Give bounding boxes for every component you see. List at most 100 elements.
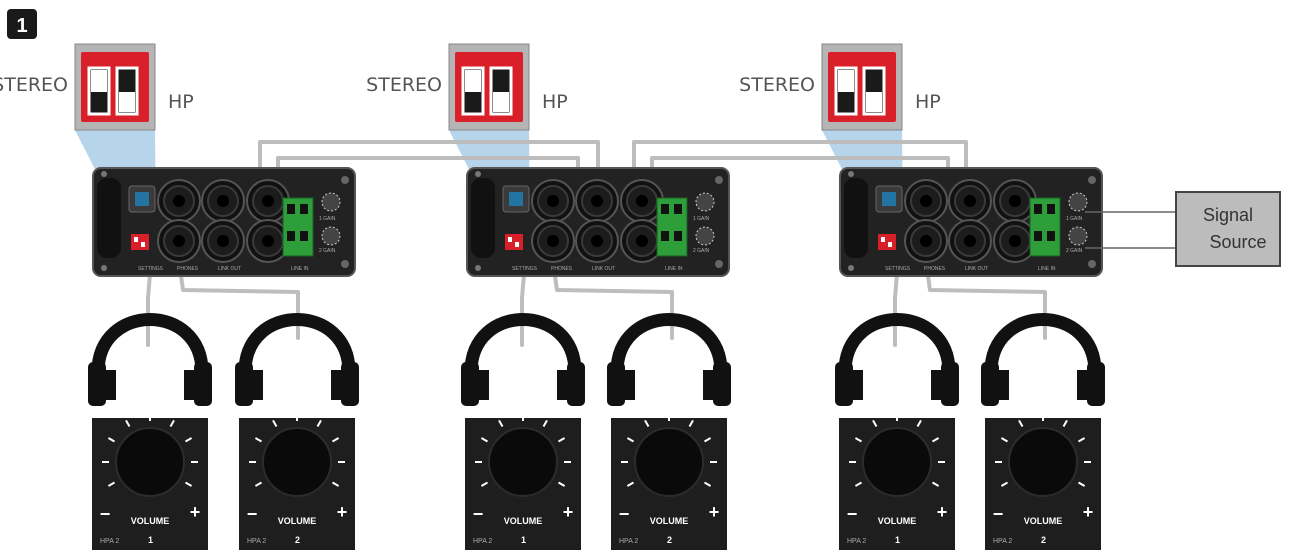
- link-out-label: LINK OUT: [592, 266, 615, 272]
- signal-source-line2: Source: [1209, 232, 1266, 252]
- input-jack-b: [620, 219, 664, 263]
- settings-label: SETTINGS: [138, 266, 164, 272]
- input-jack-b: [246, 219, 290, 263]
- link-jack-b: [575, 219, 619, 263]
- headphone-station-1: − + VOLUME HPA 2 1: [88, 313, 212, 550]
- dip-callout-1: STEREO HP: [0, 43, 194, 236]
- volume-channel-number: 2: [1041, 535, 1046, 545]
- volume-knob[interactable]: [262, 427, 332, 497]
- volume-knob[interactable]: [1008, 427, 1078, 497]
- volume-prefix: HPA 2: [619, 538, 638, 545]
- dip-label-stereo: STEREO: [0, 74, 68, 96]
- volume-panel: − + VOLUME HPA 2 2: [985, 414, 1101, 550]
- settings-label: SETTINGS: [512, 266, 538, 272]
- link-jack-b: [948, 219, 992, 263]
- volume-prefix: HPA 2: [993, 538, 1012, 545]
- volume-panel: − + VOLUME HPA 2 2: [239, 414, 355, 550]
- input-jack-a: [620, 179, 664, 223]
- volume-knob[interactable]: [488, 427, 558, 497]
- volume-channel-number: 1: [148, 535, 153, 545]
- volume-label: VOLUME: [878, 516, 917, 526]
- volume-prefix: HPA 2: [847, 538, 866, 545]
- phones-jack-b: [157, 219, 201, 263]
- signal-source: Signal Source: [1085, 191, 1281, 267]
- dip-label-hp: HP: [542, 91, 568, 113]
- volume-knob[interactable]: [862, 427, 932, 497]
- volume-plus: +: [337, 502, 348, 522]
- headphone-stations: − + VOLUME HPA 2 1 − + VOLUME HPA 2 2 − + VOLUME HPA …: [88, 313, 1105, 550]
- dip-label-hp: HP: [168, 91, 194, 113]
- gain-label-1: 1 GAIN: [693, 216, 710, 222]
- volume-plus: +: [1083, 502, 1094, 522]
- headphones-icon: [88, 313, 212, 406]
- volume-knob[interactable]: [634, 427, 704, 497]
- volume-panel: − + VOLUME HPA 2 1: [92, 414, 208, 550]
- phones-label: PHONES: [177, 266, 199, 272]
- gain-label-1: 1 GAIN: [319, 216, 336, 222]
- headphones-icon: [461, 313, 585, 406]
- amplifier-units: 1 GAIN 2 GAIN SETTINGS PHONES LINK OUT LINE I…: [92, 167, 1103, 277]
- volume-plus: +: [563, 502, 574, 522]
- volume-label: VOLUME: [504, 516, 543, 526]
- line-in-label: LINE IN: [291, 266, 309, 272]
- volume-minus: −: [847, 504, 858, 524]
- phones-jack-b: [531, 219, 575, 263]
- settings-label: SETTINGS: [885, 266, 911, 272]
- phones-label: PHONES: [924, 266, 946, 272]
- step-number: 1: [16, 15, 27, 37]
- headphones-icon: [235, 313, 359, 406]
- headphone-station-4: − + VOLUME HPA 2 2: [607, 313, 731, 550]
- headphones-icon: [607, 313, 731, 406]
- gain-label-2: 2 GAIN: [1066, 248, 1083, 254]
- link-jack-a: [948, 179, 992, 223]
- volume-label: VOLUME: [1024, 516, 1063, 526]
- dip-label-stereo: STEREO: [366, 74, 442, 96]
- gain-label-2: 2 GAIN: [693, 248, 710, 254]
- gain-label-1: 1 GAIN: [1066, 216, 1083, 222]
- volume-channel-number: 2: [667, 535, 672, 545]
- volume-prefix: HPA 2: [247, 538, 266, 545]
- volume-label: VOLUME: [131, 516, 170, 526]
- volume-panel: − + VOLUME HPA 2 2: [611, 414, 727, 550]
- phones-label: PHONES: [551, 266, 573, 272]
- volume-minus: −: [473, 504, 484, 524]
- dip-label-hp: HP: [915, 91, 941, 113]
- volume-prefix: HPA 2: [473, 538, 492, 545]
- volume-plus: +: [190, 502, 201, 522]
- volume-minus: −: [247, 504, 258, 524]
- link-out-label: LINK OUT: [218, 266, 241, 272]
- volume-minus: −: [993, 504, 1004, 524]
- gain-label-2: 2 GAIN: [319, 248, 336, 254]
- line-in-label: LINE IN: [1038, 266, 1056, 272]
- volume-plus: +: [937, 502, 948, 522]
- volume-plus: +: [709, 502, 720, 522]
- headphones-icon: [835, 313, 959, 406]
- headphones-icon: [981, 313, 1105, 406]
- volume-channel-number: 2: [295, 535, 300, 545]
- dip-label-stereo: STEREO: [739, 74, 815, 96]
- phones-jack-a: [531, 179, 575, 223]
- volume-label: VOLUME: [278, 516, 317, 526]
- volume-prefix: HPA 2: [100, 538, 119, 545]
- volume-label: VOLUME: [650, 516, 689, 526]
- input-jack-a: [993, 179, 1037, 223]
- phones-jack-a: [157, 179, 201, 223]
- headphone-station-6: − + VOLUME HPA 2 2: [981, 313, 1105, 550]
- volume-minus: −: [100, 504, 111, 524]
- link-jack-b: [201, 219, 245, 263]
- step-badge: 1: [7, 9, 37, 39]
- link-jack-a: [201, 179, 245, 223]
- phones-jack-b: [904, 219, 948, 263]
- volume-knob[interactable]: [115, 427, 185, 497]
- volume-minus: −: [619, 504, 630, 524]
- signal-source-line1: Signal: [1203, 205, 1253, 225]
- headphone-station-2: − + VOLUME HPA 2 2: [235, 313, 359, 550]
- unit-1-rear-panel: 1 GAIN 2 GAIN SETTINGS PHONES LINK OUT LINE I…: [92, 167, 356, 277]
